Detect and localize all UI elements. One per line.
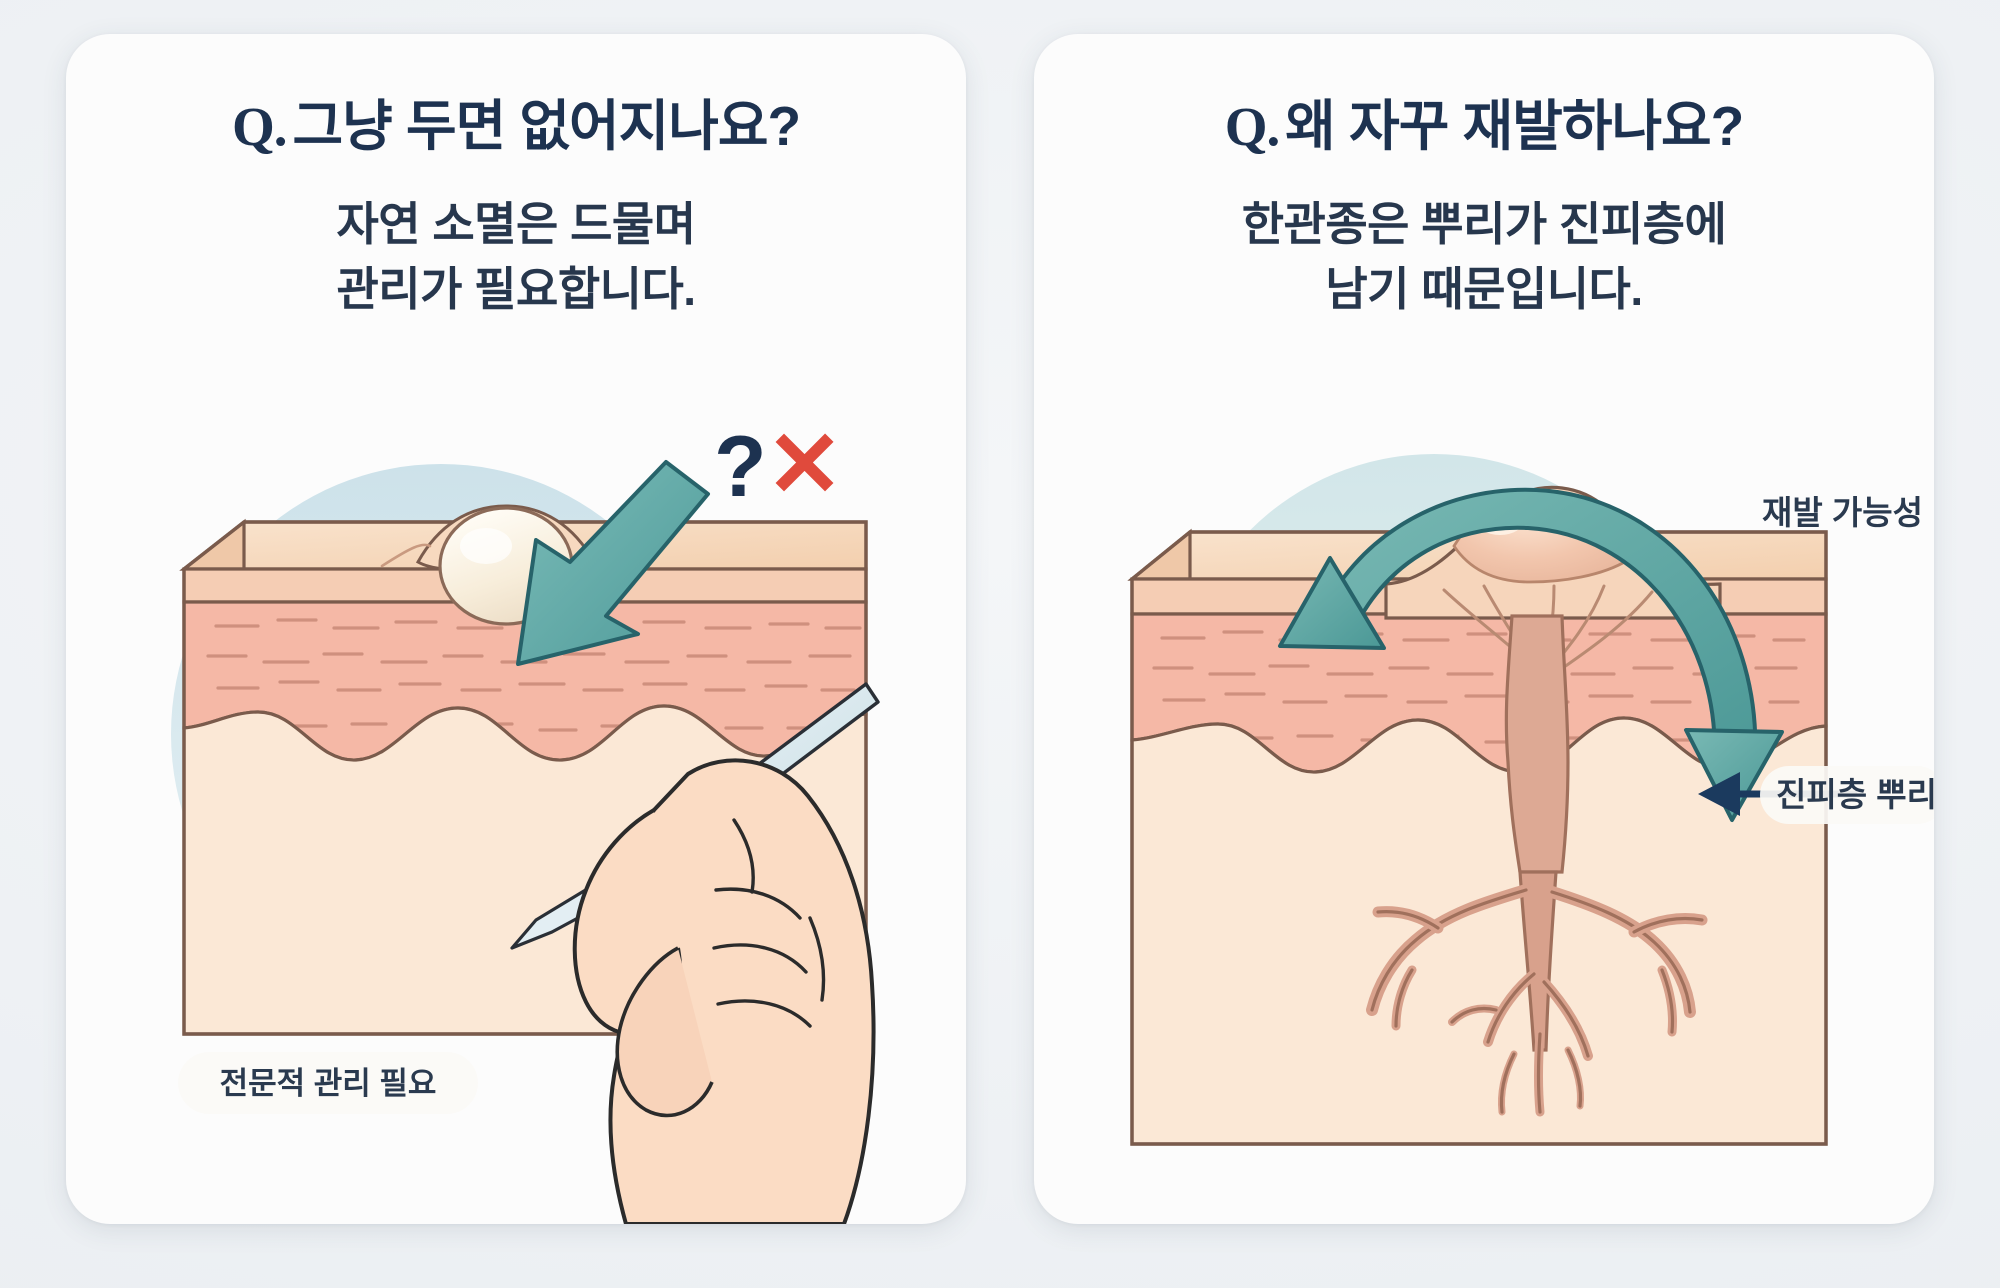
card-left-subtitle: 자연 소멸은 드물며 관리가 필요합니다. — [66, 192, 966, 323]
annotation-dermal-root: 진피층 뿌리 — [1776, 776, 1934, 813]
card-right-title-text: 왜 자꾸 재발하나요? — [1285, 95, 1744, 157]
card-right-subtitle-line1: 한관종은 뿌리가 진피층에 — [1241, 197, 1727, 250]
card-right-title: Q.왜 자꾸 재발하나요? — [1034, 96, 1934, 158]
professional-care-badge: 전문적 관리 필요 — [178, 1052, 478, 1114]
card-left-title: Q.그냥 두면 없어지나요? — [66, 96, 966, 158]
card-recurrence: Q.왜 자꾸 재발하나요? 한관종은 뿌리가 진피층에 남기 때문입니다. — [1034, 34, 1934, 1224]
card-natural-resolution: Q.그냥 두면 없어지나요? 자연 소멸은 드물며 관리가 필요합니다. — [66, 34, 966, 1224]
card-right-illustration: 재발 가능성 진피층 뿌리 — [1034, 334, 1934, 1224]
question-mark-icon: ? — [714, 419, 767, 515]
card-right-q-prefix: Q. — [1224, 96, 1281, 157]
card-left-subtitle-line1: 자연 소멸은 드물며 — [336, 197, 696, 250]
card-right-subtitle-line2: 남기 때문입니다. — [1325, 262, 1643, 315]
card-left-q-prefix: Q. — [231, 96, 288, 157]
card-left-title-text: 그냥 두면 없어지나요? — [292, 95, 801, 157]
professional-care-badge-label: 전문적 관리 필요 — [220, 1066, 437, 1101]
card-left-illustration: ? ✕ — [66, 334, 966, 1224]
annotation-recurrence-possibility: 재발 가능성 — [1762, 494, 1923, 531]
red-cross-icon: ✕ — [766, 414, 843, 516]
curved-recurrence-arrow-icon — [1278, 487, 1784, 822]
card-left-subtitle-line2: 관리가 필요합니다. — [336, 262, 696, 315]
card-right-subtitle: 한관종은 뿌리가 진피층에 남기 때문입니다. — [1034, 192, 1934, 323]
hand-with-scalpel-icon — [510, 682, 880, 1224]
diagonal-arrow-icon — [516, 460, 710, 666]
annotation-dermal-root-wrap: 진피층 뿌리 — [1760, 766, 1934, 824]
